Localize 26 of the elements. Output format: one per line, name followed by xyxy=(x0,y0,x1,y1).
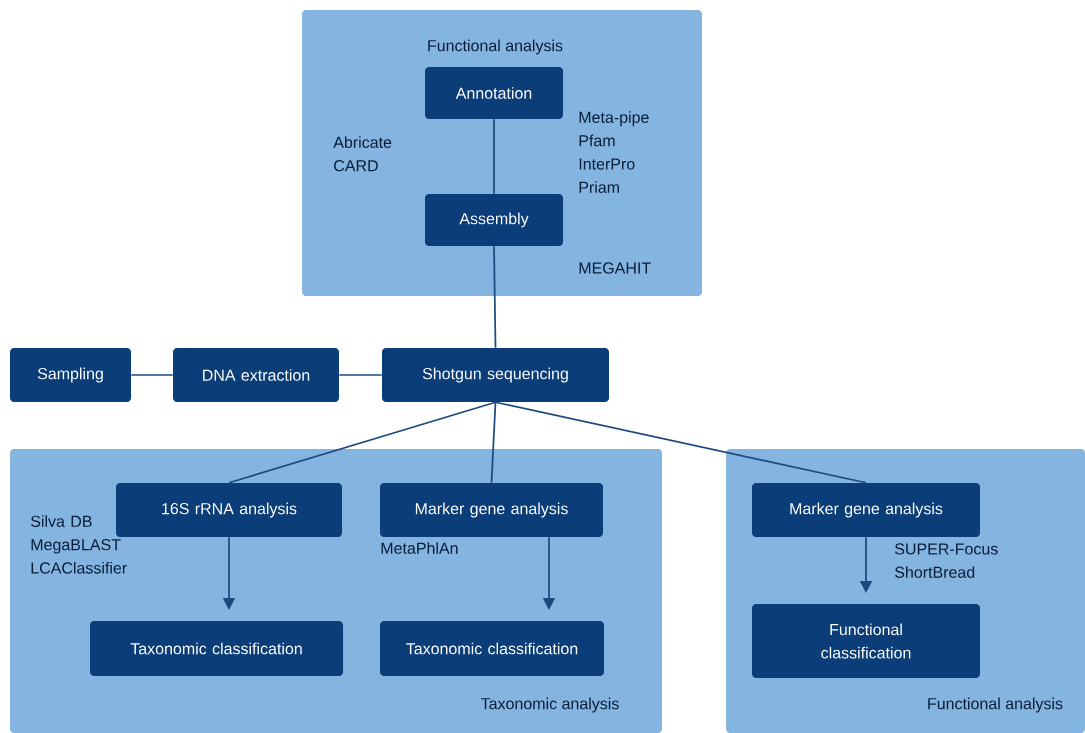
connector-line xyxy=(494,401,867,484)
connector-line xyxy=(130,374,174,376)
process-box: Marker gene analysis xyxy=(380,483,603,537)
panel-heading: Functional analysis xyxy=(428,39,563,55)
connector-line xyxy=(490,401,497,484)
connector-line xyxy=(228,401,497,484)
process-box: Taxonomic classification xyxy=(90,621,343,676)
tool-list: MEGAHIT xyxy=(579,262,651,274)
process-box: DNA extraction xyxy=(173,348,339,402)
process-box: Annotation xyxy=(425,67,563,119)
process-box: Sampling xyxy=(10,348,131,402)
process-box: 16S rRNA analysis xyxy=(116,483,342,537)
tool-list: Taxonomic analysis xyxy=(481,697,619,713)
connector-line xyxy=(338,374,383,376)
process-box: Shotgun sequencing xyxy=(382,348,609,402)
tool-list: MetaPhlAn xyxy=(381,542,458,554)
tool-list: Abricate CARD xyxy=(333,136,392,172)
process-box: Marker gene analysis xyxy=(752,483,980,537)
process-box: Functional classification xyxy=(752,604,980,678)
connector-line xyxy=(493,118,495,195)
process-box: Taxonomic classification xyxy=(380,621,604,676)
tool-list: Functional analysis xyxy=(928,697,1063,713)
process-box: Assembly xyxy=(425,194,563,246)
panel-heading: SUPER-Focus ShortBread xyxy=(895,543,998,578)
tool-list: Meta-pipe Pfam InterPro Priam xyxy=(579,111,649,193)
connector-line xyxy=(493,245,497,349)
